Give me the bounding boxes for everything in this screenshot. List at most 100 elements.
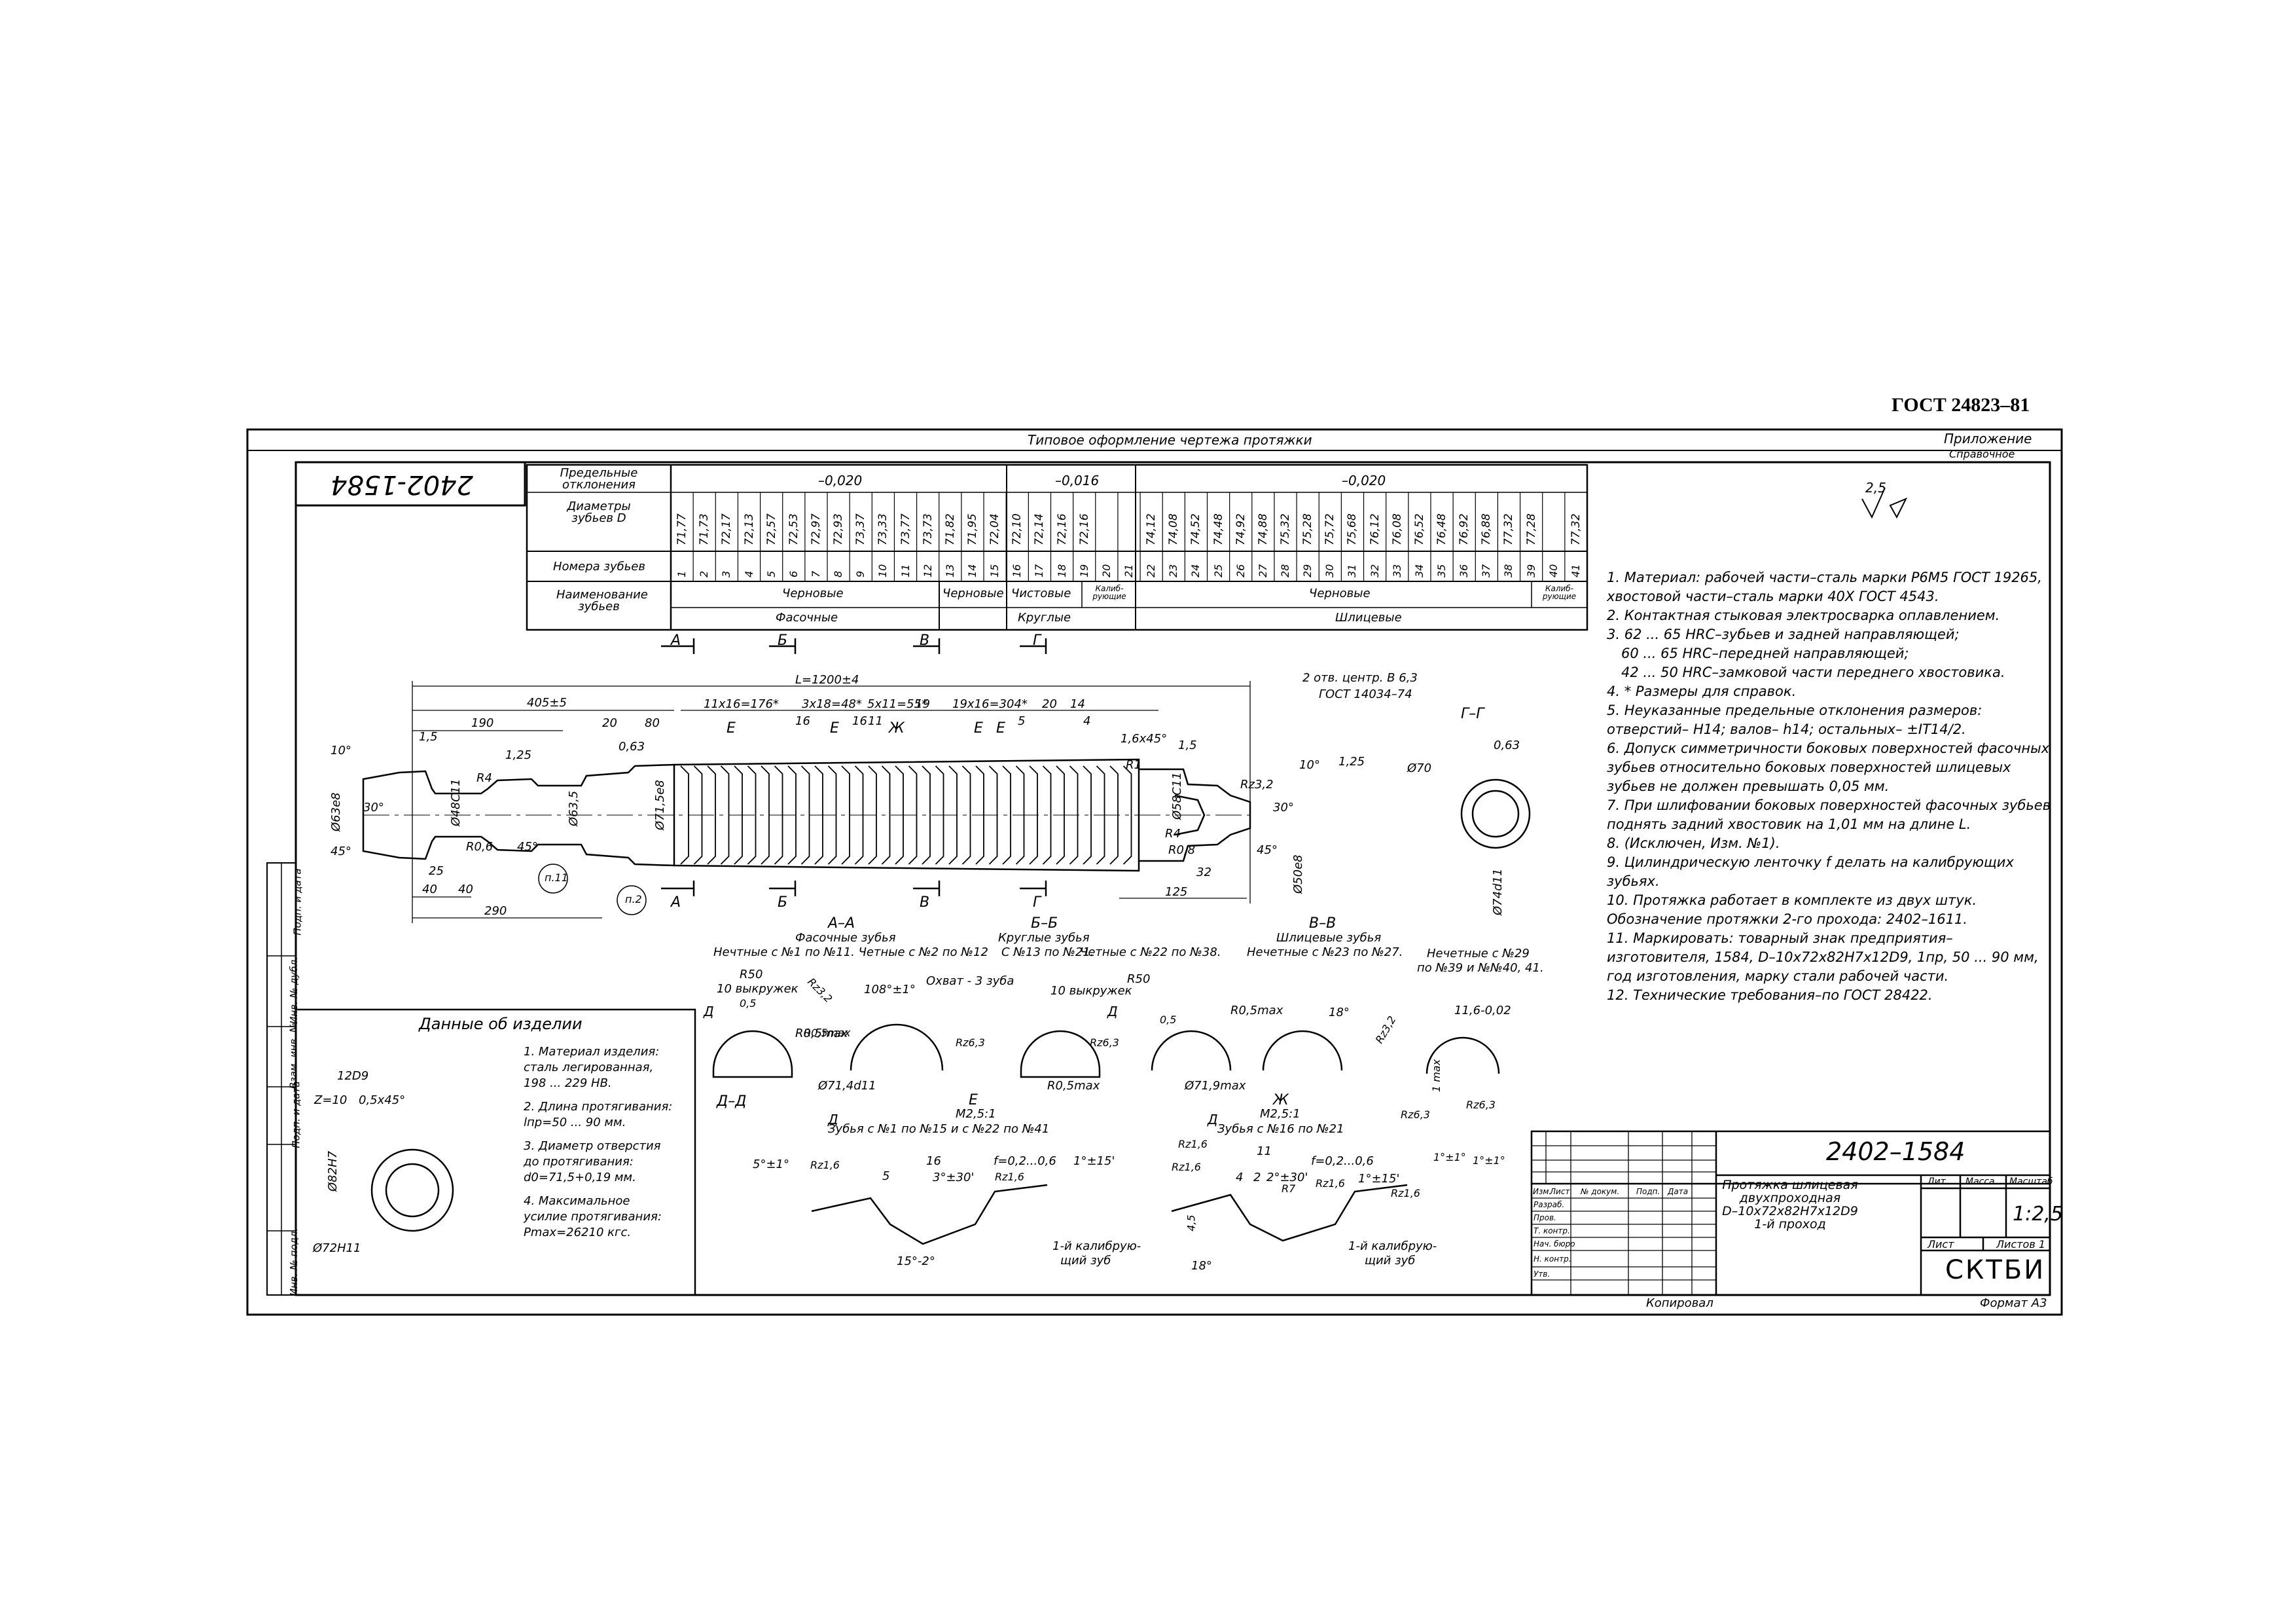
dim-290: 290: [484, 904, 507, 918]
name-chernovye-1: Черновые: [782, 587, 844, 600]
note-5: 5. Неуказанные предельные отклонения раз…: [1607, 702, 1982, 737]
sec-VV: В–В: [1309, 915, 1336, 932]
det-zhf: f=0,2...0,6: [1311, 1154, 1374, 1168]
dim-20b: 20: [1042, 697, 1057, 711]
tooth-diameter: 76,12: [1368, 513, 1382, 545]
dim-20: 20: [602, 716, 617, 730]
dim-19: 19: [915, 697, 930, 711]
strip-inv-podl: Инв. № подл.: [288, 1228, 300, 1296]
dim-ang45c: 45°: [1257, 843, 1278, 857]
det-zhr7: R7: [1282, 1182, 1296, 1195]
det-dd-ang: 5°±1°: [753, 1158, 789, 1171]
broach-tooth: [720, 765, 730, 865]
det-rz16e: Rz1,6: [1316, 1177, 1345, 1190]
vv-sub3: по №39 и №№40, 41.: [1417, 961, 1544, 975]
bb-sub: С №13 по №21.: [1001, 945, 1094, 959]
note-3c: 42 ... 50 HRC–замковой части переднего х…: [1621, 665, 2005, 680]
dim-rz32: Rz3,2: [1240, 778, 1274, 792]
det-zh-caption: Зубья с №16 по №21: [1217, 1122, 1344, 1136]
tooth-number: 36: [1458, 564, 1471, 577]
tb-role-izm: Изм.: [1533, 1187, 1552, 1196]
det-phi714: Ø71,4d11: [818, 1079, 876, 1093]
det-vyk10b: 10 выкружек: [1050, 984, 1132, 998]
tb-name-3: D–10x72x82H7x12D9: [1722, 1204, 1858, 1218]
dim-r4: R4: [476, 771, 492, 785]
broach-tooth: [988, 765, 998, 865]
tooth-number: 34: [1412, 564, 1426, 577]
sec-BB: Б–Б: [1031, 915, 1058, 932]
broach-tooth: [881, 765, 891, 865]
vv-title: Шлицевые зубья: [1276, 931, 1382, 945]
tooth-number: 1: [675, 570, 689, 577]
broach-tooth: [1056, 765, 1065, 865]
det-e16: 16: [926, 1154, 941, 1168]
product-item-1: 1. Материал изделия: сталь легированная,…: [524, 1045, 660, 1090]
det-okhvat: Охват - 3 зуба: [926, 974, 1014, 988]
tooth-diameter: 72,10: [1011, 513, 1024, 545]
tb-sheets: Листов 1: [1996, 1238, 2046, 1250]
det-E-label: Е: [969, 1092, 978, 1108]
dim-4: 4: [1083, 714, 1091, 728]
tooth-diameter: 77,32: [1569, 513, 1583, 545]
tooth-number: 27: [1256, 564, 1269, 577]
tooth-diameter: 76,48: [1435, 513, 1449, 545]
tb-scale: 1:2,5: [2013, 1203, 2063, 1226]
tooth-number: 12: [921, 564, 934, 577]
dim-ang45b: 45°: [517, 840, 538, 854]
sec-G-top: Г: [1033, 632, 1041, 649]
tooth-diameter: 71,95: [965, 513, 979, 545]
tooth-diameter: 72,57: [764, 513, 778, 545]
tooth-number: 37: [1480, 564, 1493, 577]
tooth-diameter: 72,13: [742, 513, 756, 545]
det-zh2: 2: [1253, 1171, 1261, 1184]
note-2: 2. Контактная стыковая электросварка опл…: [1607, 608, 2000, 623]
tooth-diameter: 74,48: [1211, 513, 1225, 545]
tb-sheet: Лист: [1928, 1238, 1954, 1250]
det-e3: 3°±30': [933, 1171, 975, 1184]
tooth-diameter: 73,73: [921, 513, 935, 545]
dim-16b: 16: [852, 714, 867, 728]
det-deg1a: 1°±1°: [1433, 1151, 1466, 1163]
tb-person-tkontr: Т. контр.: [1534, 1226, 1570, 1235]
tooth-number: 22: [1145, 564, 1158, 577]
det-r05max-c: R0,5max: [1047, 1079, 1100, 1093]
sec-AA: А–А: [828, 915, 855, 932]
det-D-4: Д: [1208, 1112, 1218, 1127]
det-zh2a: 2°±30': [1266, 1171, 1308, 1184]
dim-ang30b: 30°: [1273, 801, 1294, 814]
product-item-2: 2. Длина протягивания: lпр=50 ... 90 мм.: [524, 1100, 673, 1129]
sec-B-bottom: Б: [778, 894, 788, 911]
row-label-diameters: Диаметры зубьев D: [567, 500, 631, 525]
broach-tooth: [948, 765, 958, 865]
roughness-zero: 1,25: [1338, 755, 1365, 769]
broach-tooth: [868, 765, 877, 865]
dim-190: 190: [471, 716, 494, 730]
tooth-diameter: 72,16: [1055, 513, 1069, 545]
tb-name-2: двухпроходная: [1739, 1191, 1841, 1205]
note-3: 3. 62 ... 65 HRC–зубьев и задней направл…: [1607, 627, 1960, 642]
dim-15: 1,5: [419, 730, 438, 744]
det-zh18: 18°: [1191, 1259, 1212, 1273]
broach-tooth: [787, 765, 797, 865]
name-fasochnye: Фасочные: [776, 611, 838, 625]
sec-B-top: Б: [778, 632, 788, 649]
det-rz16d: Rz1,6: [1172, 1161, 1201, 1173]
note-1: 1. Материал: рабочей части–сталь марки Р…: [1607, 570, 2042, 604]
broach-tooth: [747, 765, 757, 865]
det-rz63-g: Rz6,3: [1090, 1036, 1119, 1049]
note-12: 12. Технические требования–по ГОСТ 28422…: [1607, 987, 1933, 1003]
dim-15b: 1,5: [1178, 739, 1197, 752]
tb-name: Протяжка шлицевая двухпроходная D–10x72x…: [1721, 1178, 1859, 1231]
tooth-diameter: 71,73: [698, 513, 711, 545]
tooth-diameter: 72,53: [787, 513, 800, 545]
dim-r06: R0,6: [466, 840, 493, 854]
dim-chamfer: 1,6x45°: [1121, 732, 1168, 746]
det-rz16f: Rz1,6: [1391, 1187, 1420, 1199]
det-D-2: Д: [1107, 1004, 1118, 1019]
broach-tooth: [761, 765, 770, 865]
dim-125r: 1,25: [505, 748, 532, 762]
tooth-number: 15: [988, 564, 1001, 577]
sec-Zh: Ж: [889, 720, 905, 737]
det-e-calib: 1-й калибрую-: [1052, 1239, 1141, 1253]
